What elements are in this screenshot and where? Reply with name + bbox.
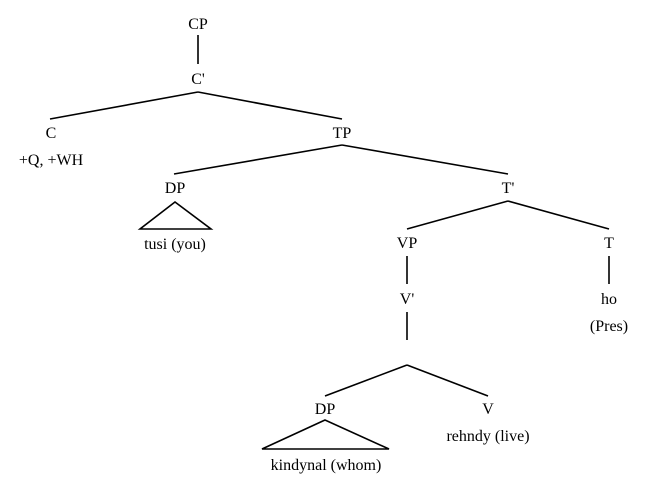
node-v-bar: V'	[400, 291, 415, 308]
edge-cbar-c	[49, 91, 199, 120]
edge-cbar-tp	[197, 91, 343, 120]
node-t-gloss: (Pres)	[590, 318, 628, 335]
node-dp-subject: DP	[165, 180, 186, 197]
edge-vnode-dp	[324, 364, 408, 397]
node-c: C	[46, 125, 57, 142]
node-dp-object-word: kindynal (whom)	[271, 457, 382, 474]
node-v: V	[482, 401, 494, 418]
node-c-features: +Q, +WH	[19, 152, 84, 169]
node-dp-subject-word: tusi (you)	[144, 236, 206, 253]
node-t-word: ho	[601, 291, 617, 308]
dp-object-triangle	[261, 419, 390, 450]
node-cp: CP	[188, 16, 208, 33]
node-vp: VP	[397, 235, 418, 252]
edge-tbar-vp	[406, 200, 509, 230]
tree-labels: CP C' C +Q, +WH TP DP tusi (you) T' VP T…	[19, 16, 628, 474]
node-tp: TP	[333, 125, 352, 142]
node-t: T	[604, 235, 614, 252]
dp-subject-triangle	[137, 200, 214, 230]
node-v-word: rehndy (live)	[446, 428, 529, 445]
edge-tp-tbar	[341, 144, 509, 175]
edge-tp-dp	[173, 144, 343, 175]
edge-tbar-t	[507, 200, 610, 230]
node-c-bar: C'	[191, 71, 205, 88]
node-t-bar: T'	[502, 180, 515, 197]
edge-vnode-v	[406, 364, 489, 397]
node-dp-object: DP	[315, 401, 336, 418]
tree-edges	[49, 35, 610, 450]
